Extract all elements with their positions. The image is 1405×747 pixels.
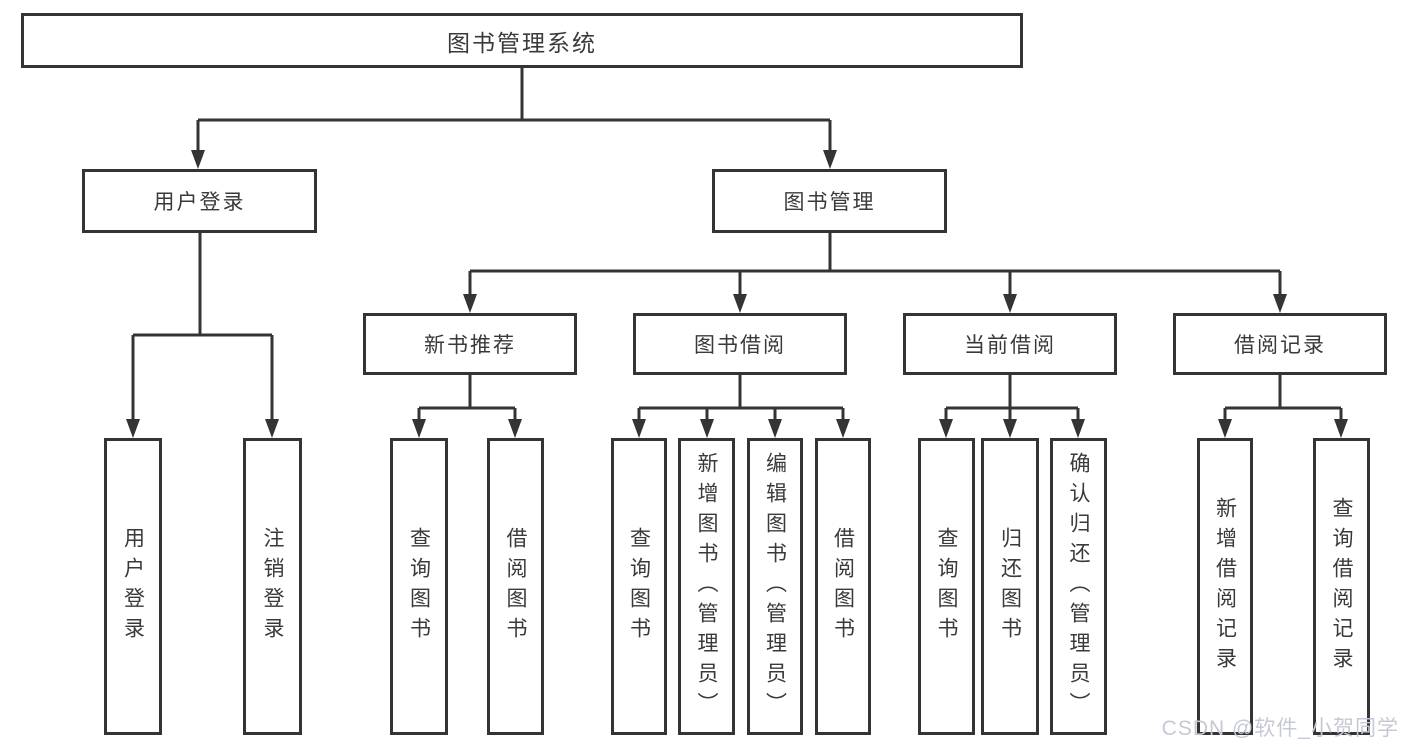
leaf-label: 新增借阅记录: [1213, 496, 1237, 677]
leaf-query-books-1: 查询图书: [390, 438, 448, 735]
leaf-label: 归还图书: [998, 526, 1022, 647]
leaf-query-books-2: 查询图书: [611, 438, 667, 735]
leaf-label: 注销登录: [261, 526, 284, 647]
node-library-management-system: 图书管理系统: [21, 13, 1023, 68]
node-new-book-recommendation: 新书推荐: [363, 313, 577, 375]
leaf-label: 查询图书: [627, 526, 651, 647]
leaf-label: 查询借阅记录: [1330, 496, 1353, 677]
leaf-add-borrow-record: 新增借阅记录: [1197, 438, 1253, 735]
leaf-label: 查询图书: [407, 526, 431, 647]
leaf-borrow-books-1: 借阅图书: [487, 438, 544, 735]
leaf-query-books-3: 查询图书: [918, 438, 975, 735]
leaf-confirm-return-admin: 确认归还（管理员）: [1050, 438, 1107, 735]
node-label: 当前借阅: [964, 334, 1056, 357]
leaf-label: 查询图书: [935, 526, 958, 647]
leaf-add-books-admin: 新增图书（管理员）: [678, 438, 735, 735]
node-book-borrowing: 图书借阅: [633, 313, 847, 375]
leaf-label: 编辑图书（管理员）: [763, 451, 787, 722]
node-label: 图书管理: [783, 191, 876, 214]
leaf-return-books: 归还图书: [981, 438, 1039, 735]
node-label: 图书管理系统: [447, 29, 597, 56]
leaf-logout: 注销登录: [243, 438, 302, 735]
node-book-management: 图书管理: [712, 169, 947, 233]
leaf-query-borrow-record: 查询借阅记录: [1313, 438, 1370, 735]
leaf-user-login: 用户登录: [104, 438, 162, 735]
leaf-label: 用户登录: [121, 526, 145, 647]
node-label: 图书借阅: [694, 334, 786, 357]
arrowhead-icons: [126, 150, 1348, 438]
node-borrowing-records: 借阅记录: [1173, 313, 1387, 375]
leaf-label: 新增图书（管理员）: [695, 451, 718, 722]
node-label: 借阅记录: [1234, 334, 1326, 357]
leaf-edit-books-admin: 编辑图书（管理员）: [747, 438, 803, 735]
node-label: 用户登录: [153, 191, 246, 214]
node-label: 新书推荐: [424, 334, 516, 357]
leaf-label: 借阅图书: [831, 526, 855, 647]
leaf-label: 借阅图书: [504, 526, 527, 647]
node-current-borrowing: 当前借阅: [903, 313, 1117, 375]
node-user-login: 用户登录: [82, 169, 317, 233]
leaf-label: 确认归还（管理员）: [1067, 451, 1090, 722]
leaf-borrow-books-2: 借阅图书: [815, 438, 871, 735]
csdn-watermark: CSDN @软件_小贺同学: [1161, 717, 1399, 740]
